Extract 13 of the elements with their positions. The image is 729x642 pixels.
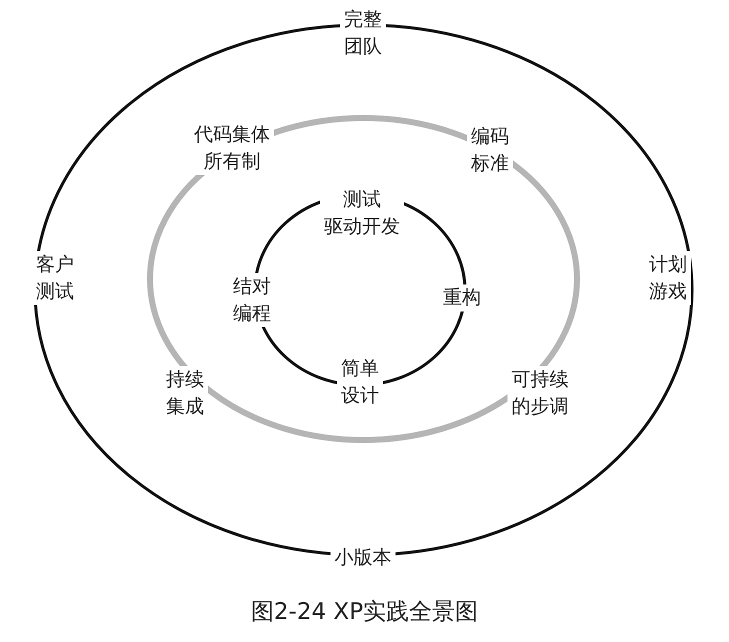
practice-label: 可持续的步调 xyxy=(510,367,570,419)
practice-label: 简单设计 xyxy=(340,356,380,408)
practice-label: 测试驱动开发 xyxy=(323,187,401,239)
practice-label: 客户测试 xyxy=(35,252,75,304)
practice-label: 编码标准 xyxy=(470,124,510,176)
practice-label: 代码集体所有制 xyxy=(193,122,271,174)
practice-label: 重构 xyxy=(442,286,482,311)
practice-label: 持续集成 xyxy=(165,367,205,419)
figure-caption: 图2-24 XP实践全景图 xyxy=(250,598,480,627)
practice-label: 结对编程 xyxy=(232,274,272,326)
practice-label: 计划游戏 xyxy=(648,252,688,304)
practice-label: 完整团队 xyxy=(343,7,383,59)
practice-label: 小版本 xyxy=(334,546,392,571)
